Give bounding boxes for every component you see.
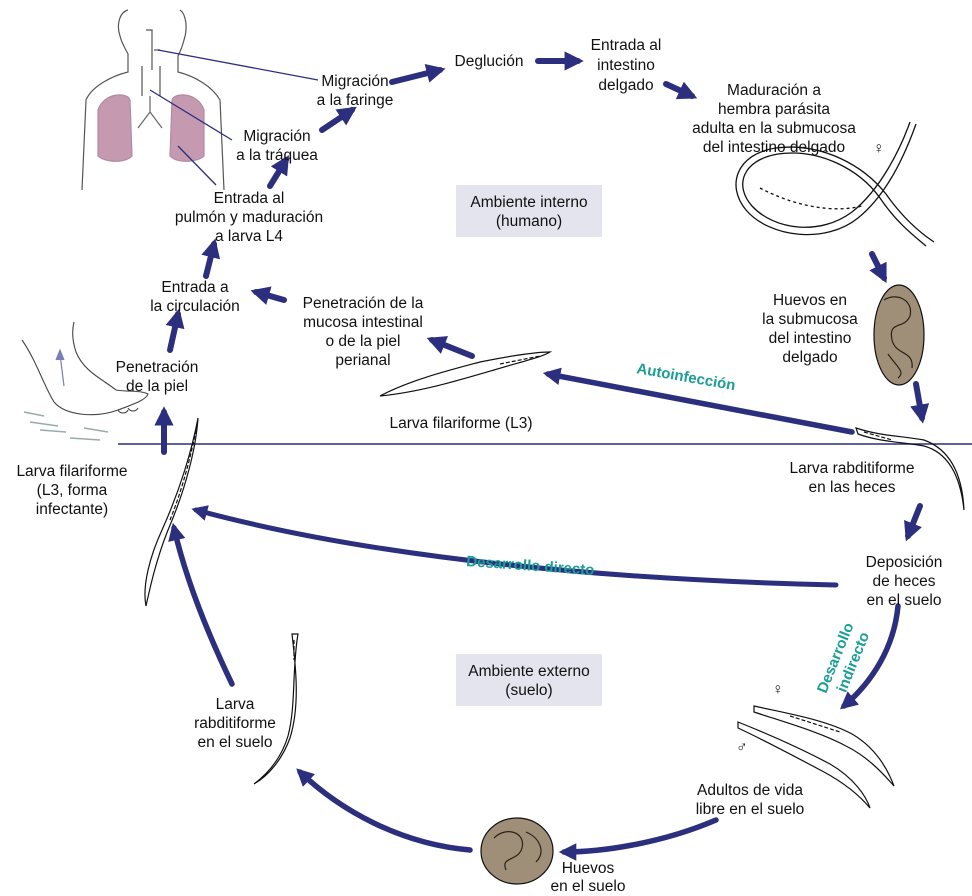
label-deglucion: Deglución <box>455 53 524 70</box>
arrow-intestino-to-maduracion <box>666 84 692 96</box>
pointer-line-faringe <box>158 50 318 80</box>
label-larva-l3: Larva filariforme (L3) <box>390 415 533 432</box>
arrow-maduracion-to-huevos <box>872 254 884 278</box>
external-env-line-1: Ambiente externo <box>468 663 590 680</box>
female-symbol-maduracion: ♀ <box>873 140 885 157</box>
arrow-circulacion-to-pulmon <box>206 244 214 276</box>
human-torso-lungs-icon <box>82 10 224 190</box>
arrow-suelo-to-larva <box>174 528 232 684</box>
arrow-huevos-to-rabditiforme <box>916 384 922 418</box>
external-environment-box: Ambiente externo (suelo) <box>456 654 602 706</box>
external-env-line-2: (suelo) <box>505 682 552 699</box>
arrow-piel-to-circulacion <box>170 314 178 350</box>
egg-icon <box>874 285 924 385</box>
larva-suelo-icon <box>254 634 298 784</box>
female-symbol-adultos: ♀ <box>772 681 784 698</box>
arrow-l3-to-mucosa <box>432 340 472 356</box>
cycle-arrows <box>164 61 922 852</box>
arrow-adultos-to-huevos <box>564 820 716 852</box>
label-autoinfeccion: Autoinfección <box>635 360 736 394</box>
label-desarrollo-indirecto: Desarrolloindirecto <box>814 620 874 702</box>
arrow-desarrollo-directo <box>196 510 836 585</box>
arrow-heces-to-deposicion <box>908 506 920 536</box>
male-symbol-adultos: ♂ <box>736 739 748 756</box>
arrow-traquea-to-faringe <box>322 110 352 130</box>
larva-l3-icon <box>380 352 550 396</box>
internal-environment-box: Ambiente interno (humano) <box>456 185 602 237</box>
arrow-mucosa-to-circulacion <box>256 292 284 300</box>
internal-env-line-1: Ambiente interno <box>470 194 587 211</box>
arrow-huevos-to-suelo <box>300 772 470 850</box>
egg-icon <box>481 818 553 884</box>
internal-env-line-2: (humano) <box>496 213 562 230</box>
arrow-faringe-to-deglucion <box>392 70 440 82</box>
label-desarrollo-directo: Desarrollo directo <box>466 553 595 579</box>
